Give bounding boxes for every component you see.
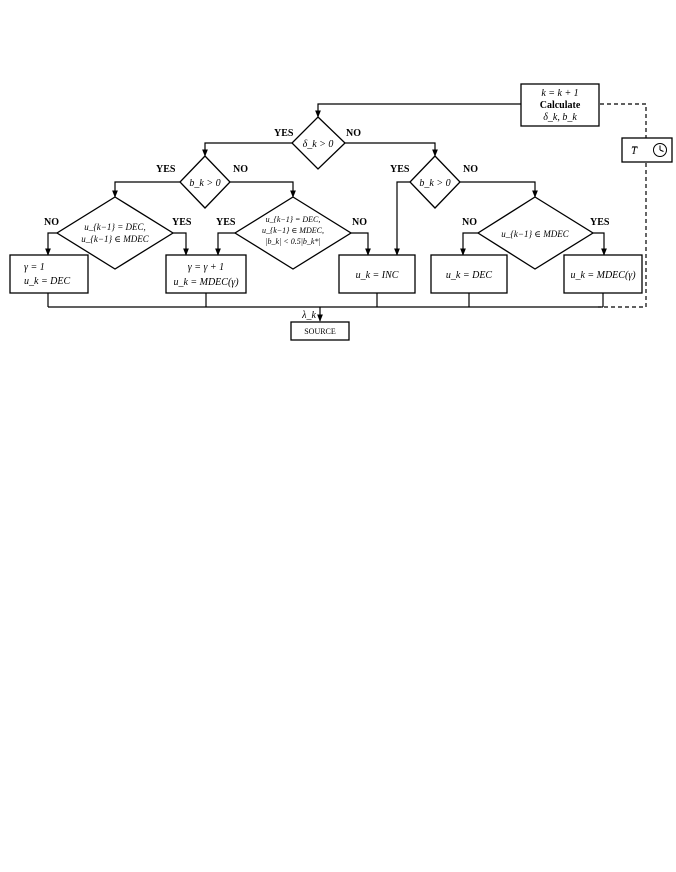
mdec-label: u_k = MDEC(γ) — [570, 270, 636, 281]
edge-bleft-yes — [112, 181, 180, 198]
label-no-prevmdec: NO — [462, 217, 477, 228]
label-yes-prevdec: YES — [172, 217, 192, 228]
edge-calc-to-delta — [315, 103, 521, 118]
inc-label: u_k = INC — [356, 270, 399, 281]
label-no-threshold: NO — [352, 217, 367, 228]
label-no-prevdec: NO — [44, 217, 59, 228]
calc-line2: Calculate — [540, 100, 581, 111]
reset-line2: u_k = DEC — [24, 276, 71, 287]
edge-delta-yes — [202, 142, 292, 157]
threshold-line3: |b_k| < 0.5|b_k*| — [265, 237, 320, 246]
edge-prevdec-yes — [173, 232, 189, 256]
prev-dec-line1: u_{k−1} = DEC, — [84, 222, 146, 232]
increment-line1: γ = γ + 1 — [188, 262, 224, 273]
delta-decision-label: δ_k > 0 — [303, 139, 334, 150]
lambda-label: λ_k — [301, 310, 316, 321]
threshold-decision: u_{k−1} = DEC, u_{k−1} ∈ MDEC, |b_k| < 0… — [233, 196, 353, 270]
prev-dec-decision: u_{k−1} = DEC, u_{k−1} ∈ MDEC — [55, 196, 175, 270]
increment-box: γ = γ + 1 u_k = MDEC(γ) — [165, 254, 247, 294]
dec-box: u_k = DEC — [430, 254, 508, 294]
calc-line1: k = k + 1 — [541, 88, 578, 99]
threshold-line1: u_{k−1} = DEC, — [266, 215, 321, 224]
label-yes-delta: YES — [274, 128, 294, 139]
label-no-bleft: NO — [233, 164, 248, 175]
label-yes-bright: YES — [390, 164, 410, 175]
edge-threshold-yes — [215, 232, 235, 256]
prev-mdec-label: u_{k−1} ∈ MDEC — [501, 229, 569, 239]
timer-box: T̅ — [621, 137, 673, 163]
reset-box: γ = 1 u_k = DEC — [9, 254, 89, 294]
calculate-box: k = k + 1 Calculate δ_k, b_k — [520, 83, 600, 127]
edge-prevdec-no — [45, 232, 57, 256]
prev-dec-line2: u_{k−1} ∈ MDEC — [81, 234, 149, 244]
edge-bleft-no — [230, 181, 296, 198]
edge-bright-yes — [394, 181, 410, 256]
timer-label: T̅ — [631, 145, 638, 157]
edge-prevmdec-yes — [593, 232, 607, 256]
label-yes-prevmdec: YES — [590, 217, 610, 228]
label-yes-bleft: YES — [156, 164, 176, 175]
threshold-line2: u_{k−1} ∈ MDEC, — [262, 226, 324, 235]
delta-decision: δ_k > 0 — [291, 116, 346, 170]
b-right-decision-label: b_k > 0 — [419, 178, 450, 189]
label-no-bright: NO — [463, 164, 478, 175]
mdec-box: u_k = MDEC(γ) — [563, 254, 643, 294]
calc-line3: δ_k, b_k — [543, 112, 577, 123]
inc-box: u_k = INC — [338, 254, 416, 294]
label-yes-threshold: YES — [216, 217, 236, 228]
edge-threshold-no — [351, 232, 371, 256]
edge-prevmdec-no — [460, 232, 478, 256]
b-right-decision: b_k > 0 — [409, 155, 461, 209]
dec-label: u_k = DEC — [446, 270, 493, 281]
b-left-decision-label: b_k > 0 — [189, 178, 220, 189]
edge-timer-loop — [598, 103, 647, 308]
edge-bright-no — [460, 181, 538, 198]
label-no-delta: NO — [346, 128, 361, 139]
clock-icon — [653, 143, 667, 157]
source-label: SOURCE — [304, 327, 336, 336]
prev-mdec-decision: u_{k−1} ∈ MDEC — [476, 196, 595, 270]
reset-line1: γ = 1 — [24, 262, 45, 273]
b-left-decision: b_k > 0 — [179, 155, 231, 209]
source-box: SOURCE — [290, 321, 350, 341]
edge-delta-no — [345, 142, 438, 157]
increment-line2: u_k = MDEC(γ) — [173, 277, 239, 288]
